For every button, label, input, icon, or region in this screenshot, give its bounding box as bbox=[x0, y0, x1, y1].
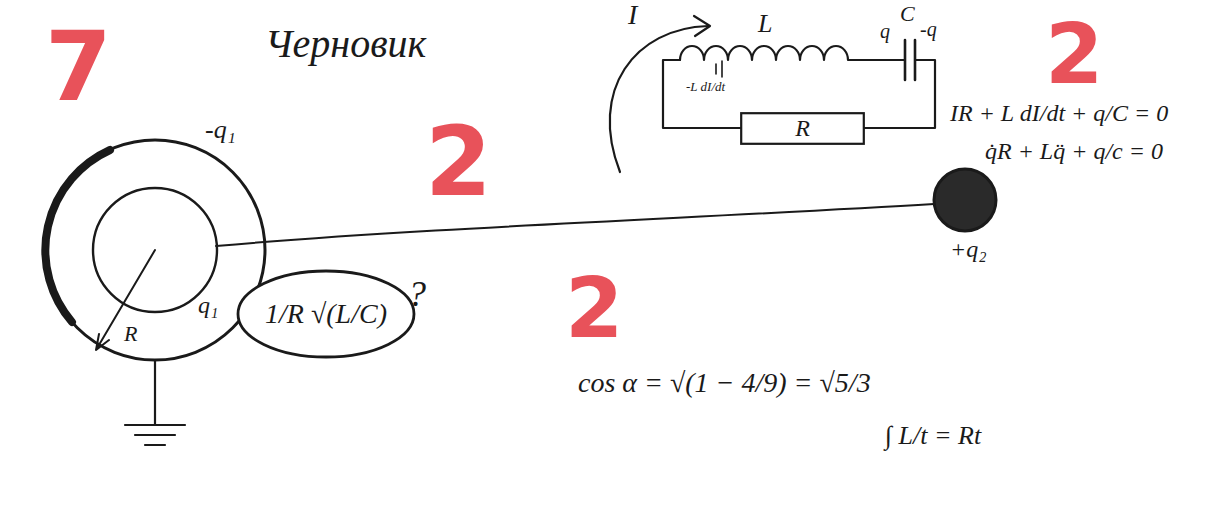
grade-mark: 7 bbox=[45, 15, 112, 121]
current-arrowhead bbox=[694, 16, 710, 36]
node-shape bbox=[741, 113, 864, 144]
grade-mark: 2 bbox=[425, 110, 492, 216]
charge-label: q₁ bbox=[198, 292, 218, 318]
charge-label: +q₂ bbox=[950, 236, 987, 262]
resistor-symbol: R bbox=[740, 112, 865, 145]
equation: q̇R + Lq̈ + q/c = 0 bbox=[985, 138, 1163, 164]
emf-label: -L dI/dt bbox=[686, 80, 725, 94]
node-shape bbox=[238, 271, 414, 357]
inductor-label: L bbox=[758, 10, 772, 39]
equation: IR + L dI/dt + q/C = 0 bbox=[950, 100, 1168, 126]
node-text: R bbox=[795, 115, 810, 141]
ground-wire bbox=[125, 360, 185, 445]
charge-label: q bbox=[880, 20, 890, 42]
outer-sphere-shade bbox=[45, 150, 110, 322]
grade-mark: 2 bbox=[1045, 8, 1103, 100]
charge-label: -q bbox=[920, 18, 937, 40]
small-sphere bbox=[934, 169, 996, 231]
current-label: I bbox=[628, 0, 637, 31]
capacitor-symbol bbox=[905, 40, 915, 80]
title: Черновик bbox=[265, 22, 426, 66]
equation: ∫ L/t = Rt bbox=[885, 422, 981, 451]
emf-mark bbox=[716, 61, 722, 77]
grade-mark: 2 bbox=[565, 262, 623, 354]
node-text: 1/R √(L/C) bbox=[265, 299, 387, 330]
radius-label: R bbox=[124, 322, 137, 346]
charge-label: -q₁ bbox=[205, 116, 236, 145]
current-arrow bbox=[610, 26, 708, 172]
capacitor-label: C bbox=[900, 2, 915, 26]
equation: cos α = √(1 − 4/9) = √5/3 bbox=[578, 368, 871, 399]
outer-sphere bbox=[45, 140, 265, 360]
circled-formula: 1/R √(L/C) bbox=[235, 268, 417, 360]
radius-arrow bbox=[96, 250, 155, 350]
connecting-wire bbox=[216, 204, 934, 246]
inductor-symbol bbox=[680, 46, 905, 60]
